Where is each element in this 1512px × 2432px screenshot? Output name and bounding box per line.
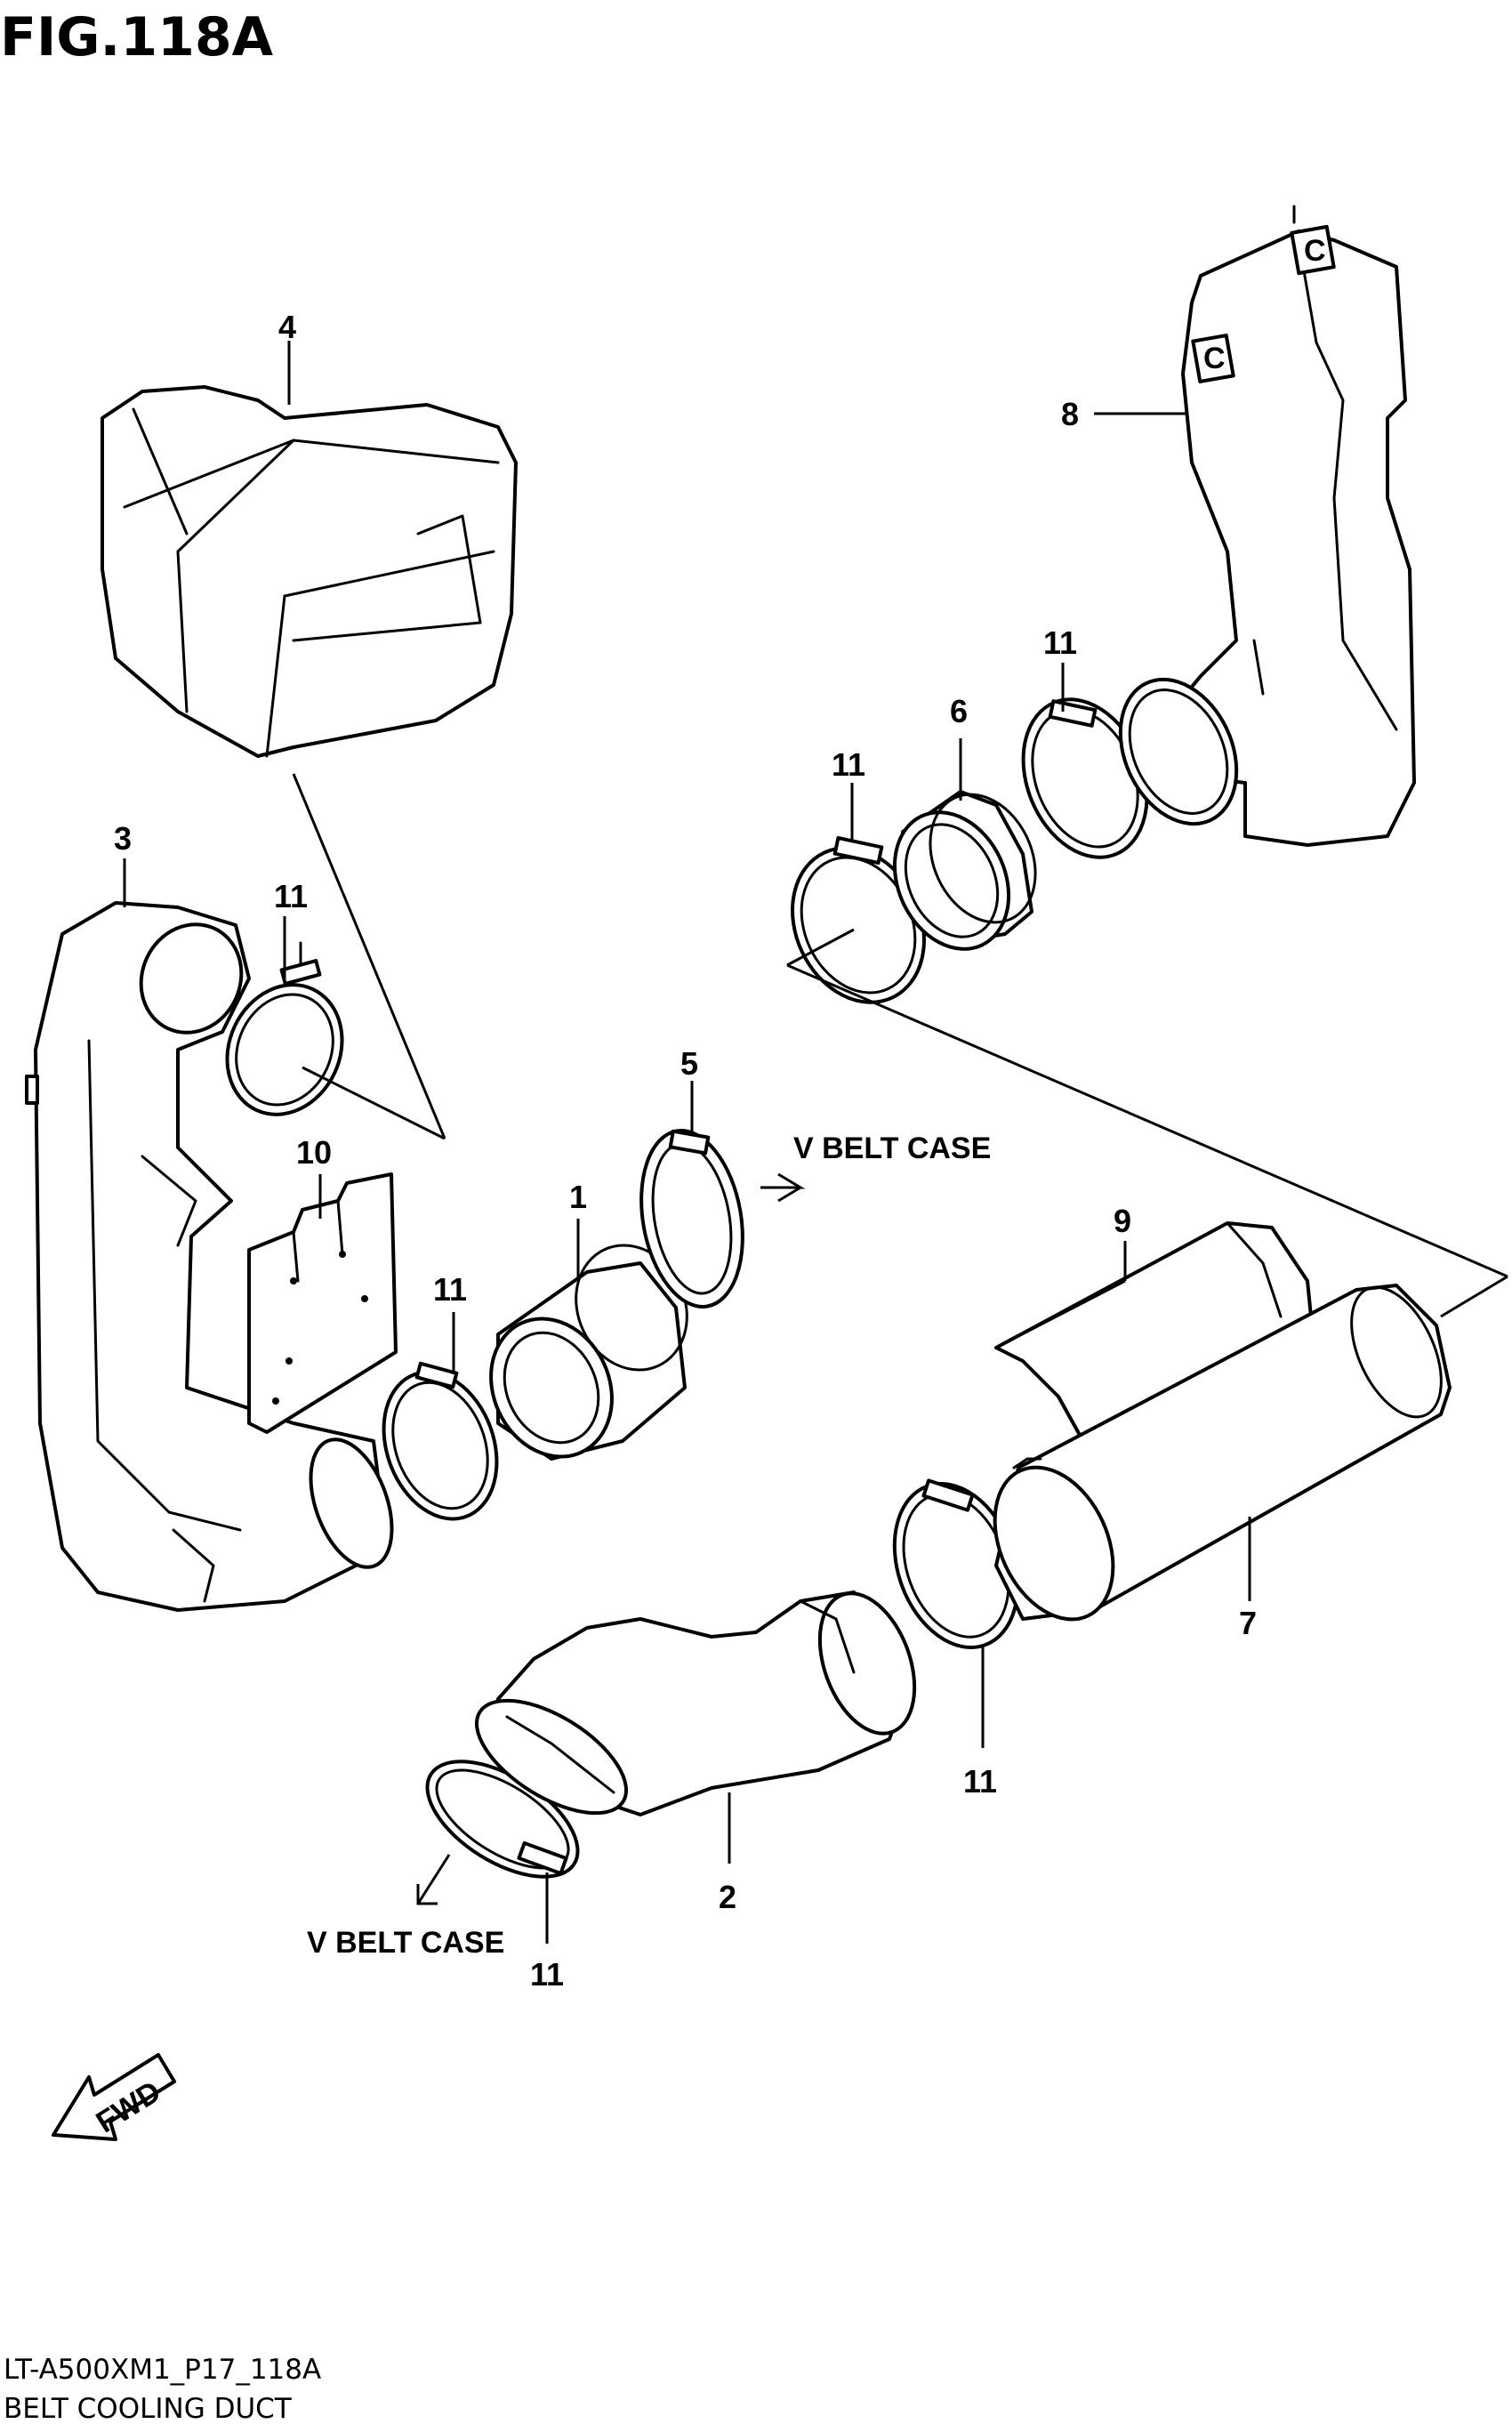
vbelt-case-note-bottom: V BELT CASE xyxy=(307,1926,504,1960)
callout-6: 6 xyxy=(950,693,968,729)
part-7-pipe xyxy=(993,1284,1452,1622)
callout-11-right-mid: 11 xyxy=(832,746,865,783)
callout-11-bottom-right: 11 xyxy=(963,1763,997,1800)
part-8-outlet-duct: C C xyxy=(1118,205,1416,847)
callout-11-right-top: 11 xyxy=(1043,624,1077,661)
callout-5: 5 xyxy=(680,1045,698,1082)
part-3-intake-duct xyxy=(25,901,394,1612)
part-5-seal xyxy=(639,1129,744,1309)
figure-code: LT-A500XM1_P17_118A xyxy=(4,2354,321,2386)
part-2-lower-duct xyxy=(474,1590,917,1816)
callout-1: 1 xyxy=(569,1179,587,1215)
leader-lines xyxy=(123,341,1508,1944)
callout-7: 7 xyxy=(1239,1605,1257,1641)
callout-11-left-mid: 11 xyxy=(433,1271,467,1308)
callout-2: 2 xyxy=(719,1879,736,1915)
part-1-joint xyxy=(489,1244,688,1461)
part-11-clamp-b xyxy=(382,1361,499,1521)
part-10-gasket-plate xyxy=(247,1172,398,1434)
callout-11-left-top: 11 xyxy=(274,878,308,914)
figure-title: FIG.118A xyxy=(0,6,274,68)
mark-c-side: C xyxy=(1203,342,1226,375)
callout-11-bottom-left: 11 xyxy=(530,1956,564,1993)
part-11-clamp-a xyxy=(225,941,344,1116)
part-11-clamp-d xyxy=(1021,697,1149,859)
vbelt-case-note-top: V BELT CASE xyxy=(793,1131,991,1165)
figure-name: BELT COOLING DUCT xyxy=(4,2393,293,2425)
mark-c-top: C xyxy=(1304,234,1326,268)
callout-4: 4 xyxy=(278,309,296,345)
callout-3: 3 xyxy=(114,820,132,857)
callout-10: 10 xyxy=(296,1134,332,1171)
callout-9: 9 xyxy=(1114,1203,1131,1239)
part-6-joint xyxy=(892,790,1037,951)
callout-8: 8 xyxy=(1061,396,1079,432)
part-4-air-box xyxy=(101,385,518,758)
fwd-arrow-icon: FWD xyxy=(52,2053,176,2141)
